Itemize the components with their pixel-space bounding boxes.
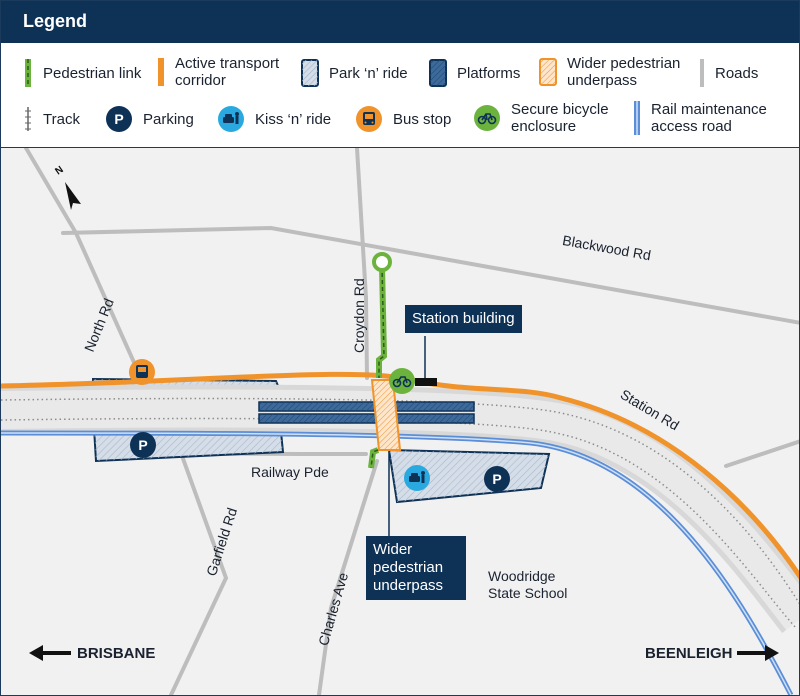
legend-track: Track	[23, 107, 80, 131]
map-bus-stop-icon	[129, 359, 155, 385]
bus-stop-icon	[356, 106, 382, 132]
legend-label: Wider pedestrian underpass	[567, 55, 681, 89]
legend-label: Platforms	[457, 64, 521, 82]
map-parking-icon-left: P	[130, 432, 156, 458]
north-label: N	[53, 164, 65, 177]
station-building-callout: Station building	[405, 305, 522, 333]
legend-platforms: Platforms	[429, 59, 520, 87]
parking-symbol: P	[492, 471, 501, 487]
track-swatch	[25, 107, 31, 131]
legend-pedestrian-link: Pedestrian link	[23, 59, 141, 87]
map-kiss-n-ride-icon	[404, 465, 430, 491]
map-canvas: P P N	[1, 148, 799, 695]
legend-header: Legend	[1, 1, 799, 43]
legend-label: Roads	[715, 64, 759, 82]
underpass	[370, 379, 402, 451]
legend-label: Pedestrian link	[43, 64, 142, 82]
map-bicycle-icon	[389, 368, 415, 394]
rail-corridor	[1, 371, 799, 695]
legend-label: Rail maintenance access road	[651, 101, 767, 135]
right-arrow-icon	[737, 645, 779, 661]
underpass-swatch	[539, 58, 557, 86]
legend-label: Secure bicycle enclosure	[511, 101, 609, 135]
underpass-callout: Wider pedestrian underpass	[366, 536, 466, 600]
legend-panel: Pedestrian link Active transport corrido…	[1, 43, 799, 148]
bicycle-icon	[474, 105, 500, 131]
parking-icon: P	[106, 106, 132, 132]
croydon-rd	[355, 148, 369, 380]
school-label: Woodridge State School	[488, 568, 568, 601]
map-area: P P N North Rd Croydon Rd Blackwood Rd S…	[1, 148, 799, 695]
blackwood-rd	[61, 225, 799, 325]
legend-active-transport: Active transport corridor	[157, 55, 289, 89]
garfield-rd	[169, 451, 229, 695]
active-transport-swatch	[158, 58, 164, 86]
right-spur	[724, 439, 799, 468]
legend-label: Kiss ‘n’ ride	[255, 110, 332, 128]
direction-brisbane: BRISBANE	[77, 645, 156, 662]
legend-title: Legend	[23, 11, 88, 31]
road-label-croydon: Croydon Rd	[351, 278, 367, 353]
left-arrow-icon	[29, 645, 71, 661]
charles-ave	[317, 459, 379, 695]
maintenance-swatch	[634, 101, 640, 135]
park-n-ride-swatch	[301, 59, 319, 87]
kiss-n-ride-icon	[218, 106, 244, 132]
legend-roads: Roads	[699, 59, 758, 87]
legend-bus-stop: Bus stop	[355, 105, 451, 133]
direction-beenleigh: BEENLEIGH	[645, 645, 733, 662]
legend-kiss-n-ride: Kiss ‘n’ ride	[217, 105, 331, 133]
legend-label: Track	[43, 110, 80, 128]
road-label-railway: Railway Pde	[251, 464, 329, 480]
parking-symbol: P	[138, 437, 147, 453]
pedestrian-link-swatch	[25, 59, 31, 87]
legend-park-n-ride: Park ‘n’ ride	[301, 59, 408, 87]
platforms	[258, 401, 475, 424]
legend-label: Active transport corridor	[175, 55, 280, 89]
platforms-swatch	[429, 59, 447, 87]
legend-parking: P Parking	[105, 105, 194, 133]
roads-swatch	[700, 59, 704, 87]
svg-text:P: P	[114, 111, 123, 127]
legend-bicycle: Secure bicycle enclosure	[473, 101, 623, 135]
legend-label: Bus stop	[393, 110, 452, 128]
legend-label: Park ‘n’ ride	[329, 64, 408, 82]
legend-label: Parking	[143, 110, 194, 128]
map-parking-icon-right: P	[484, 466, 510, 492]
pedestrian-link	[368, 252, 392, 469]
legend-maintenance: Rail maintenance access road	[633, 101, 783, 135]
station-building-mark	[415, 378, 437, 386]
legend-wider-underpass: Wider pedestrian underpass	[539, 55, 687, 89]
